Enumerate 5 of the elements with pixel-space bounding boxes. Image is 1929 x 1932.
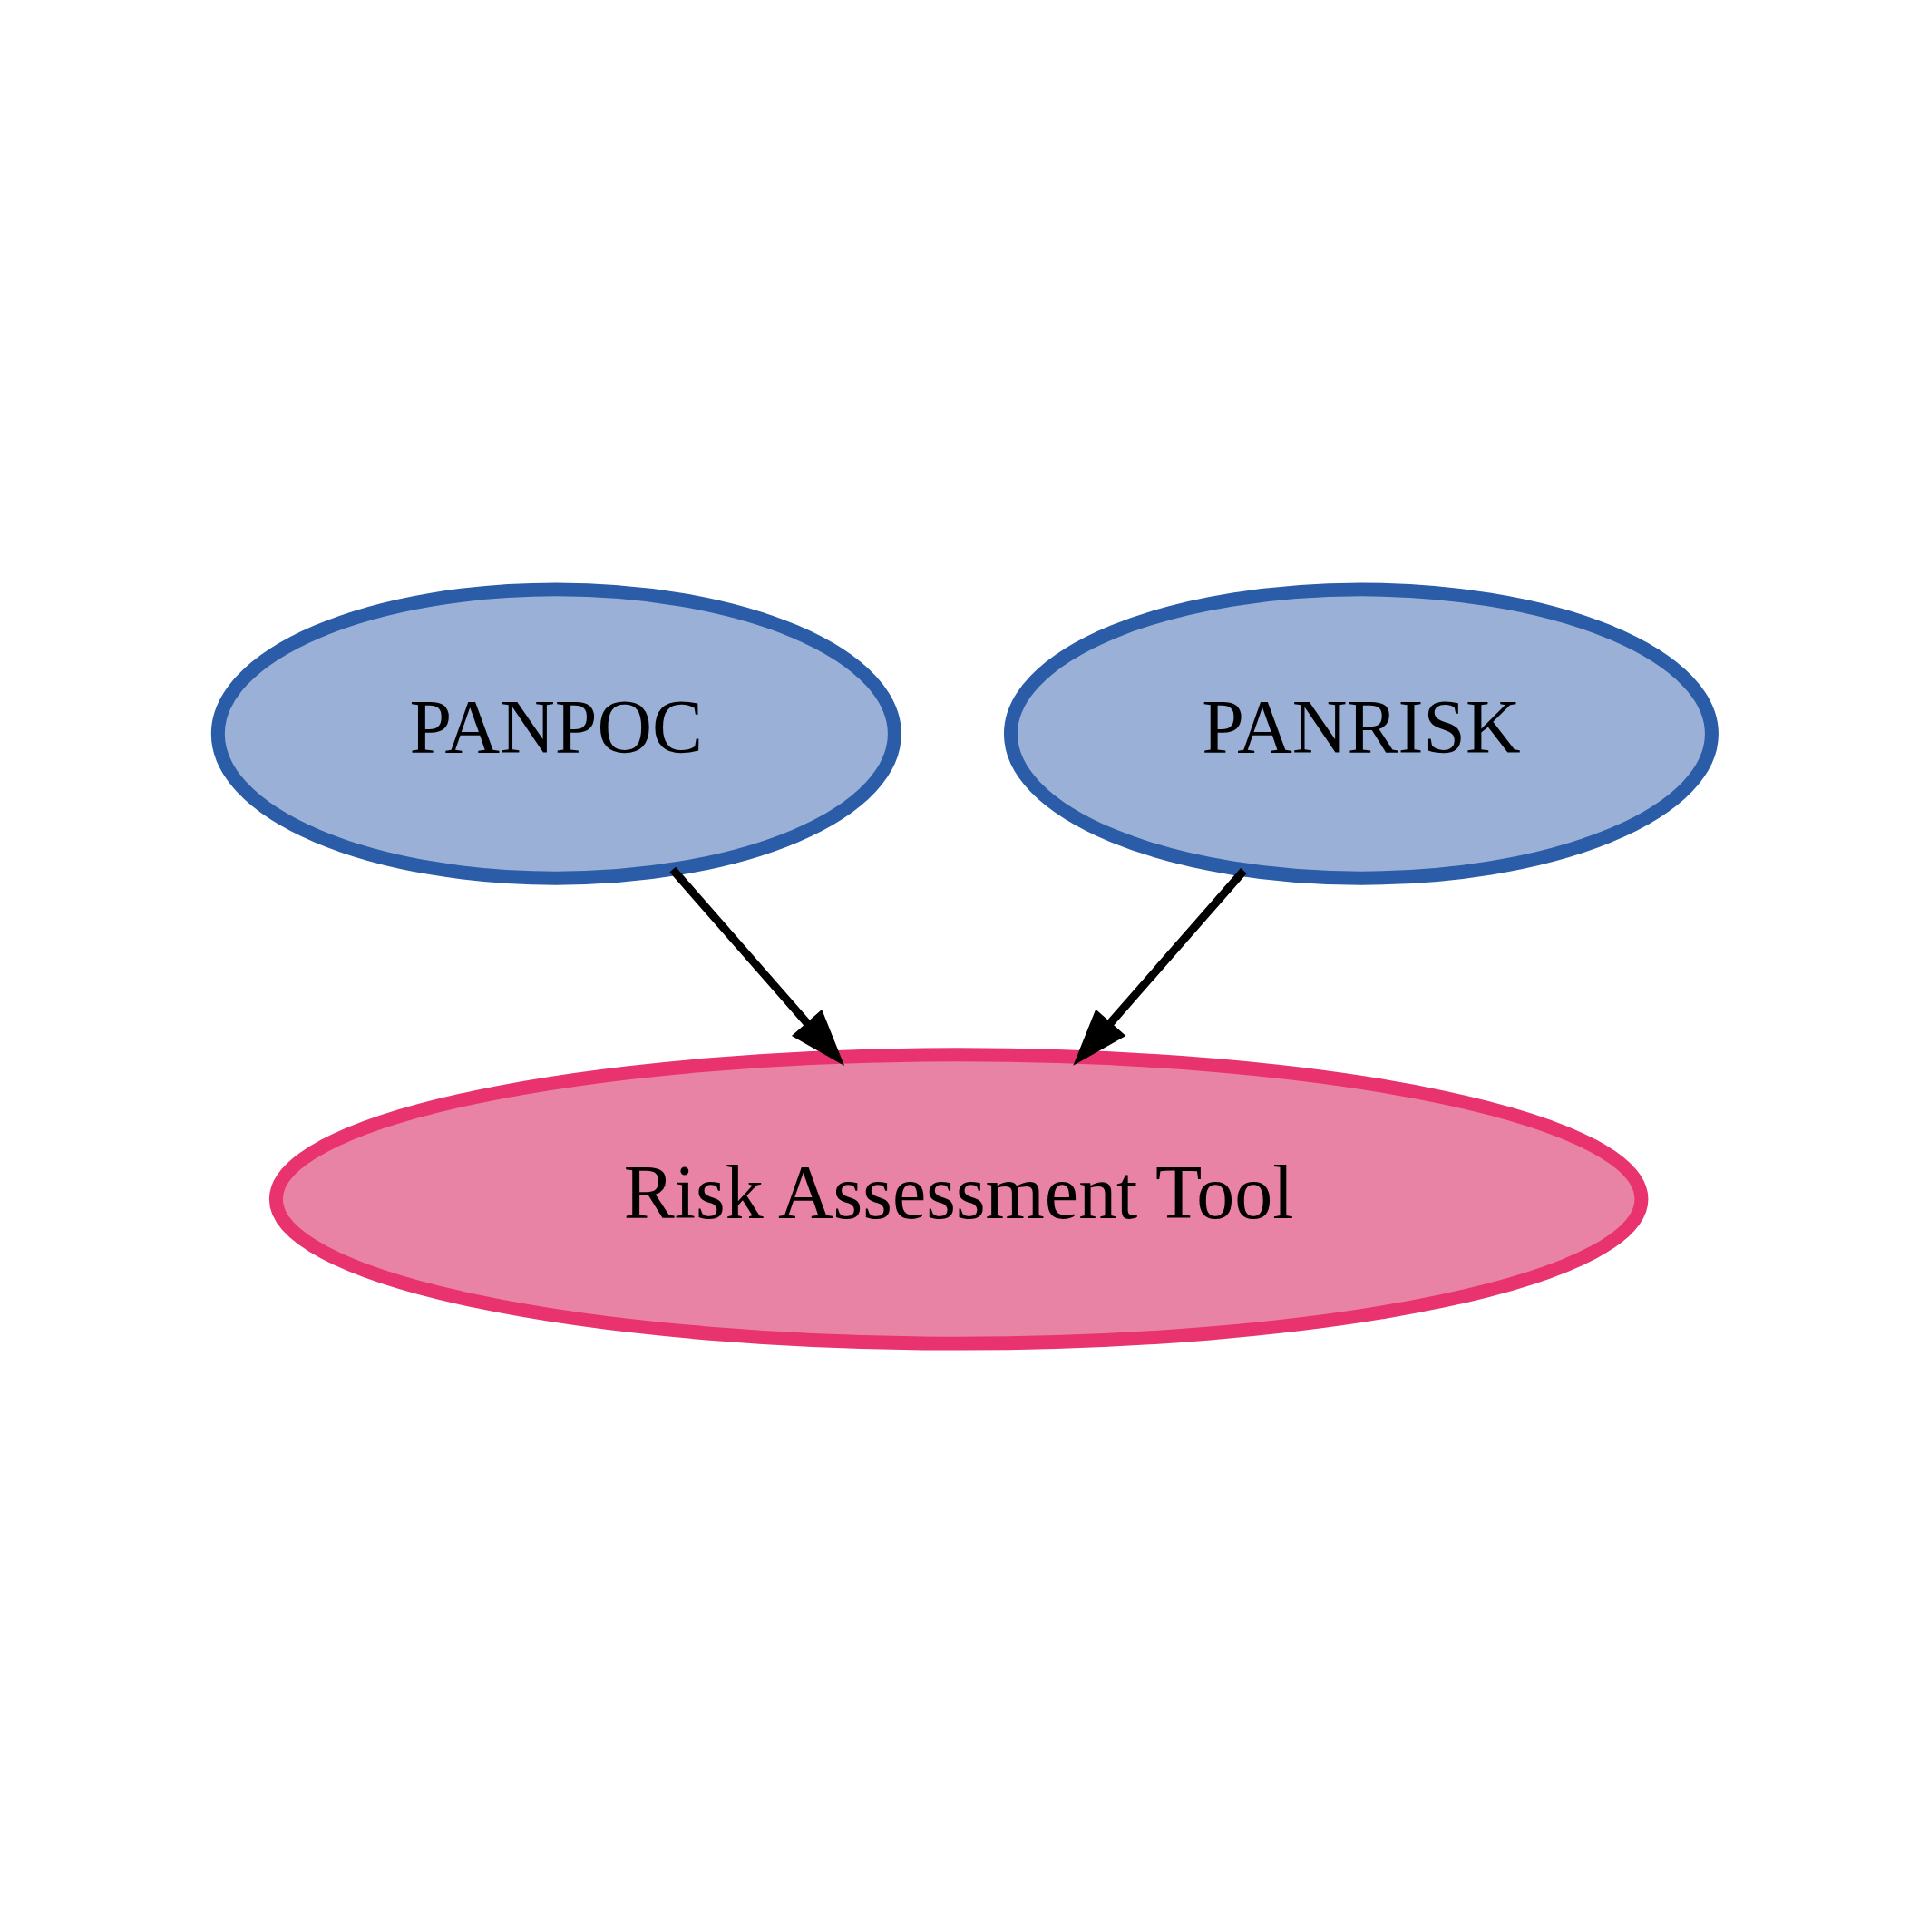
node-ellipse: PANRISK <box>1003 581 1719 885</box>
arrow <box>669 866 845 1066</box>
node-ellipse: Risk Assessment Tool <box>268 1047 1649 1351</box>
arrow <box>1073 867 1247 1066</box>
node-ellipse: PANPOC <box>210 581 901 885</box>
